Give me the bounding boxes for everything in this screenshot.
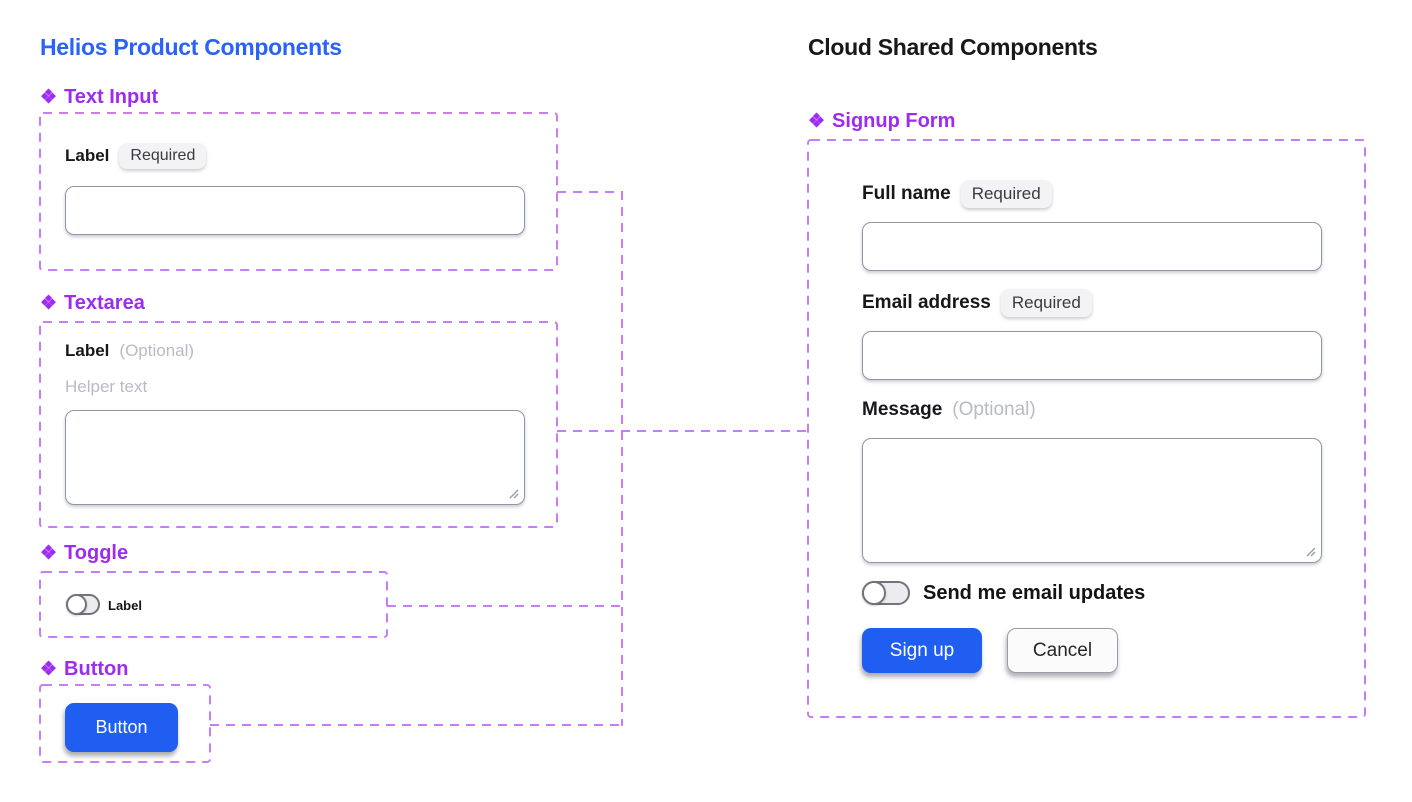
email-label: Email address: [862, 292, 991, 313]
button-wireframe-box: [39, 684, 211, 763]
textarea-label: Label: [65, 341, 110, 360]
cancel-button[interactable]: Cancel: [1007, 628, 1118, 673]
component-diamond-icon: ❖: [40, 293, 58, 314]
sign-up-button[interactable]: Sign up: [862, 628, 982, 673]
text-input-required-badge: Required: [119, 143, 207, 169]
signup-form-wireframe-box: [807, 139, 1366, 718]
email-label-row: Email address Required: [862, 289, 1092, 317]
email-updates-label: Send me email updates: [923, 582, 1146, 604]
message-label: Message: [862, 399, 943, 420]
textarea-wireframe-box: [39, 321, 558, 528]
textarea-section-title: Textarea: [64, 292, 145, 314]
component-diamond-icon: ❖: [40, 659, 58, 680]
sample-button[interactable]: Button: [65, 703, 178, 752]
textarea-section-header: ❖ Textarea: [40, 292, 145, 315]
button-section-title: Button: [64, 658, 129, 680]
toggle-wireframe-box: [39, 571, 388, 638]
toggle-knob: [66, 594, 87, 615]
text-input-section-header: ❖ Text Input: [40, 86, 158, 109]
message-label-row: Message (Optional): [862, 399, 1036, 421]
toggle-section-title: Toggle: [64, 542, 129, 564]
text-input-section-title: Text Input: [64, 86, 159, 108]
textarea-field[interactable]: [65, 410, 525, 505]
message-optional-hint: (Optional): [952, 399, 1036, 420]
signup-form-section-header: ❖ Signup Form: [808, 110, 955, 133]
text-input-label: Label: [65, 146, 110, 165]
full-name-required-badge: Required: [960, 180, 1052, 208]
full-name-label: Full name: [862, 183, 951, 204]
message-textarea[interactable]: [862, 438, 1322, 563]
component-diamond-icon: ❖: [808, 111, 826, 132]
toggle-switch[interactable]: [66, 594, 100, 615]
signup-form-section-title: Signup Form: [832, 110, 956, 132]
email-required-badge: Required: [1000, 289, 1092, 317]
textarea-helper-text: Helper text: [65, 377, 148, 396]
component-diamond-icon: ❖: [40, 543, 58, 564]
textarea-optional-hint: (Optional): [119, 341, 195, 360]
email-input[interactable]: [862, 331, 1322, 380]
button-section-header: ❖ Button: [40, 658, 128, 681]
toggle-section-header: ❖ Toggle: [40, 542, 128, 565]
email-updates-toggle-knob: [862, 581, 886, 605]
left-panel-title: Helios Product Components: [40, 34, 342, 60]
toggle-label: Label: [108, 598, 142, 613]
text-input-field[interactable]: [65, 186, 525, 235]
email-updates-toggle[interactable]: [862, 581, 910, 605]
right-panel-title: Cloud Shared Components: [808, 34, 1098, 60]
textarea-label-row: Label (Optional): [65, 341, 194, 361]
full-name-input[interactable]: [862, 222, 1322, 271]
text-input-label-row: Label Required: [65, 143, 207, 169]
full-name-label-row: Full name Required: [862, 180, 1052, 208]
component-diamond-icon: ❖: [40, 87, 58, 108]
